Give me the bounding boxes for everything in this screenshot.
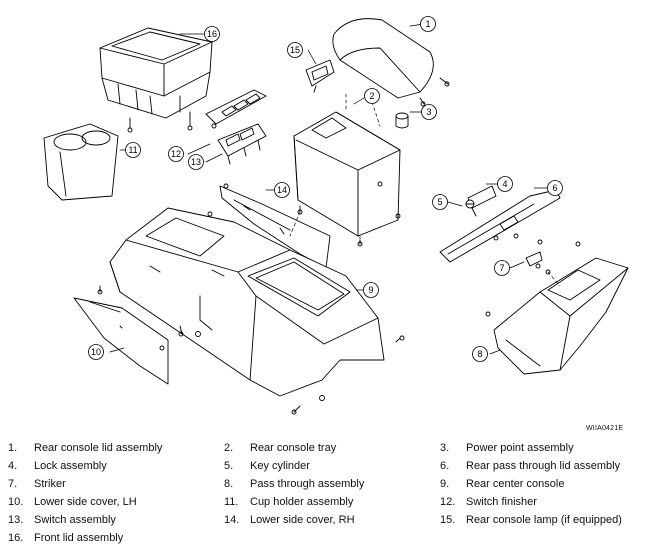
legend-label: Switch assembly <box>34 514 116 526</box>
legend-label: Pass through assembly <box>250 478 365 490</box>
legend-label: Cup holder assembly <box>250 496 354 508</box>
callout-5 <box>432 194 448 210</box>
legend-label: Rear pass through lid assembly <box>466 460 621 472</box>
legend-label: Lower side cover, RH <box>250 514 355 526</box>
callout-14-number: 14 <box>277 185 287 195</box>
callout-4-number: 4 <box>502 179 507 189</box>
front-lid-assembly-part <box>99 27 213 133</box>
legend-number: 15. <box>440 514 456 526</box>
parts-legend: 1. Rear console lid assembly 2. Rear conso… <box>0 440 648 552</box>
legend-number: 10. <box>8 496 24 508</box>
callout-13 <box>188 154 204 170</box>
rear-console-lamp-part <box>305 59 335 93</box>
callout-3 <box>421 104 437 120</box>
legend-label: Lower side cover, LH <box>34 496 137 508</box>
legend-label: Power point assembly <box>466 442 574 454</box>
callout-1-number: 1 <box>425 19 430 29</box>
callout-2-number: 2 <box>369 91 374 101</box>
callout-1 <box>420 16 436 32</box>
legend-label: Striker <box>34 478 66 490</box>
callout-10-number: 10 <box>91 347 101 357</box>
callout-8-number: 8 <box>477 349 482 359</box>
legend-number: 7. <box>8 478 18 490</box>
callout-12 <box>168 146 184 162</box>
legend-number: 13. <box>8 514 24 526</box>
callout-14 <box>274 182 290 198</box>
power-point-part <box>395 112 409 129</box>
pass-through-assembly-part <box>485 241 629 375</box>
legend-label: Rear console tray <box>250 442 337 454</box>
callout-7-number: 7 <box>499 263 504 273</box>
legend-number: 8. <box>224 478 234 490</box>
callout-3-number: 3 <box>426 107 431 117</box>
legend-number: 3. <box>440 442 450 454</box>
callout-8 <box>472 346 488 362</box>
callout-6-number: 6 <box>552 183 557 193</box>
legend-number: 1. <box>8 442 18 454</box>
legend-number: 5. <box>224 460 234 472</box>
legend-label: Key cylinder <box>250 460 310 472</box>
callout-2 <box>364 88 380 104</box>
legend-number: 9. <box>440 478 450 490</box>
legend-number: 6. <box>440 460 450 472</box>
rear-pass-through-lid-part <box>439 189 561 263</box>
legend-label: Rear center console <box>466 478 565 490</box>
callout-13-number: 13 <box>191 157 201 167</box>
callout-6 <box>547 180 563 196</box>
rear-console-tray-part <box>293 111 401 247</box>
legend-label: Rear console lamp (if equipped) <box>466 514 622 526</box>
callout-9 <box>363 282 379 298</box>
callout-16-number: 16 <box>207 29 217 39</box>
callout-11 <box>125 142 141 158</box>
legend-label: Rear console lid assembly <box>34 442 163 454</box>
legend-number: 14. <box>224 514 240 526</box>
callout-16 <box>204 26 220 42</box>
callout-9-number: 9 <box>368 285 373 295</box>
figure-code: WIIA0421E <box>586 425 624 432</box>
callout-15 <box>287 42 303 58</box>
exploded-parts-diagram: 1 2 3 4 5 6 7 8 9 10 11 12 13 14 15 16 <box>43 16 629 415</box>
switch-assembly-part <box>217 123 267 165</box>
rear-center-console-part <box>97 207 405 415</box>
legend-number: 4. <box>8 460 18 472</box>
callout-10 <box>88 344 104 360</box>
legend-label: Switch finisher <box>466 496 537 508</box>
callout-11-number: 11 <box>128 145 137 155</box>
legend-number: 12. <box>440 496 456 508</box>
callout-4 <box>497 176 513 192</box>
callout-7 <box>494 260 510 276</box>
cup-holder-part <box>43 123 119 201</box>
legend-label: Front lid assembly <box>34 532 124 544</box>
callout-12-number: 12 <box>171 149 181 159</box>
rear-console-lid-part <box>332 18 450 107</box>
striker-part <box>525 239 551 275</box>
legend-label: Lock assembly <box>34 460 107 472</box>
callout-15-number: 15 <box>290 45 300 55</box>
legend-number: 11. <box>224 496 239 508</box>
key-cylinder-part <box>465 199 475 209</box>
lower-side-cover-lh-part <box>73 297 169 385</box>
legend-number: 2. <box>224 442 234 454</box>
legend-number: 16. <box>8 532 24 544</box>
callout-5-number: 5 <box>437 197 442 207</box>
switch-finisher-part <box>205 89 267 129</box>
